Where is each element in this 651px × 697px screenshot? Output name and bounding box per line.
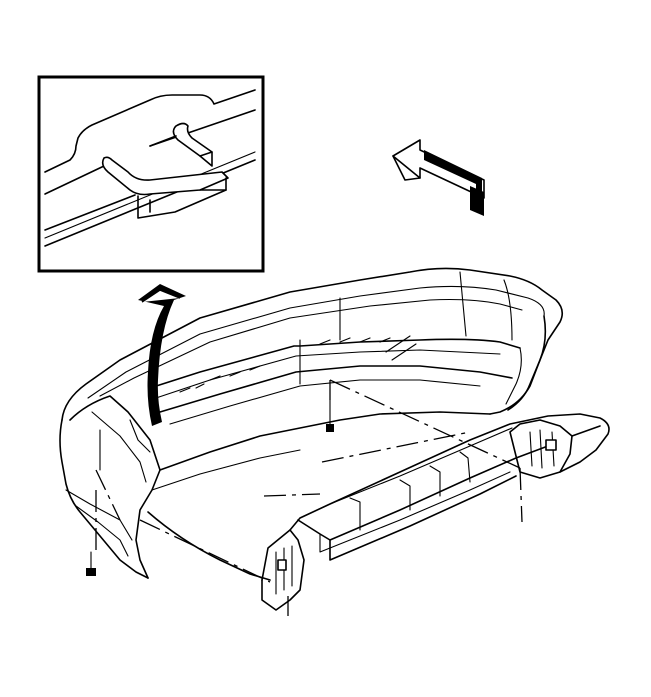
fascia-bolt-center [326, 399, 334, 432]
forward-arrow-icon [392, 139, 485, 216]
front-bumper-fascia [59, 267, 564, 581]
callout-arrow-icon [138, 284, 186, 426]
fascia-bolt-left [86, 551, 96, 576]
lower-absorber [261, 413, 610, 611]
detail-inset [37, 75, 265, 273]
alignment-lines [95, 379, 523, 616]
